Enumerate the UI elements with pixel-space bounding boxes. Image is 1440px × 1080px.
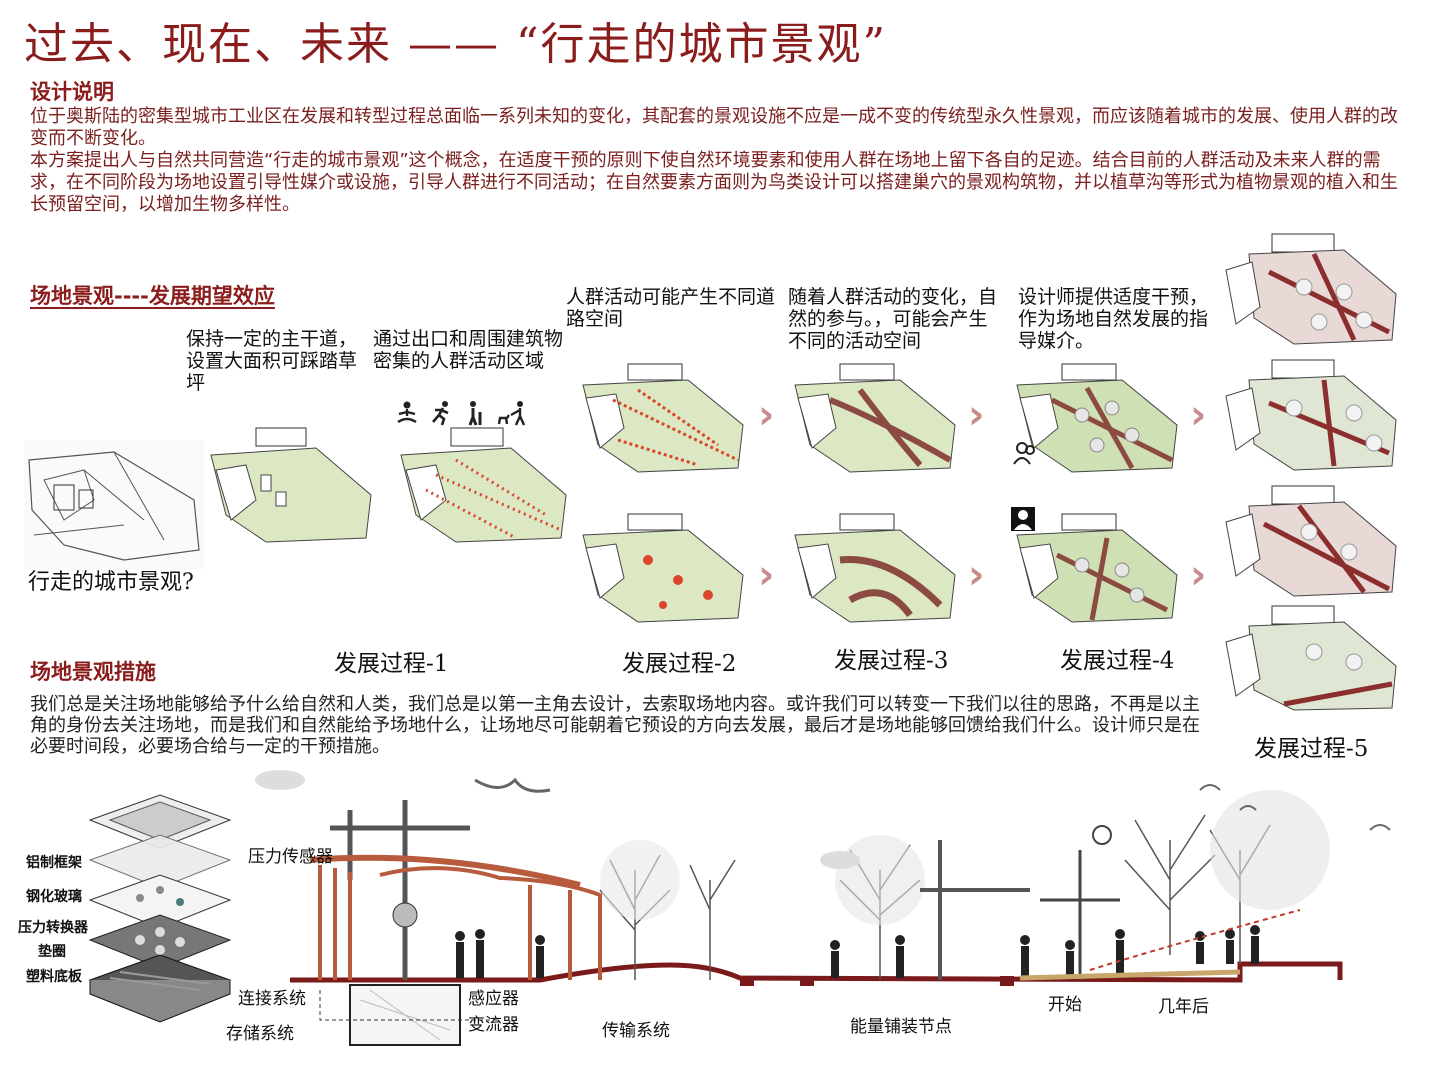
label-sensor: 感应器 — [468, 989, 519, 1009]
note-road-space: 人群活动可能产生不同道路空间 — [566, 286, 776, 330]
chevron-right-icon: › — [1190, 392, 1207, 438]
note-exit-area: 通过出口和周围建筑物密集的人群活动区域 — [373, 328, 564, 372]
measures-para: 我们总是关注场地能够给予什么给自然和人类，我们总是以第一主角去设计，去索取场地内… — [30, 694, 1200, 757]
elderly-icon — [468, 401, 482, 426]
label-storage-system: 存储系统 — [226, 1024, 294, 1044]
designer-user-icon — [1011, 507, 1035, 531]
stage-4-map-top — [1012, 360, 1182, 475]
label-connection-system: 连接系统 — [238, 989, 306, 1009]
chevron-right-icon: › — [758, 392, 775, 438]
exploded-label-plastic-base: 塑料底板 — [26, 969, 82, 985]
label-pressure-sensor: 压力传感器 — [248, 847, 333, 867]
stage-label-2: 发展过程-2 — [622, 651, 737, 677]
stage-4-map-bottom — [1012, 510, 1182, 625]
stage-5-map-1 — [1224, 232, 1404, 347]
activity-icons — [394, 400, 534, 426]
page-title: 过去、现在、未来 —— “行走的城市景观” — [24, 19, 887, 70]
chevron-right-icon: › — [968, 552, 985, 598]
site-base-map — [24, 440, 204, 570]
stage-label-5: 发展过程-5 — [1254, 736, 1369, 762]
stage-5-map-4 — [1224, 604, 1404, 714]
stage-label-1: 发展过程-1 — [334, 651, 449, 677]
exploded-label-tempered-glass: 钢化玻璃 — [26, 889, 82, 905]
exploded-label-gasket: 垫圈 — [38, 944, 66, 960]
stage-2-map-top — [578, 360, 748, 475]
chevron-right-icon: › — [968, 392, 985, 438]
label-energy-paving-node: 能量铺装节点 — [850, 1017, 952, 1037]
label-years-later: 几年后 — [1158, 997, 1209, 1017]
group-user-icon — [1013, 442, 1035, 465]
stage-label-3: 发展过程-3 — [834, 648, 949, 674]
site-question: 行走的城市景观? — [28, 570, 194, 595]
label-transmission-system: 传输系统 — [602, 1021, 670, 1041]
stage-5-map-2 — [1224, 358, 1404, 473]
label-start: 开始 — [1048, 995, 1082, 1015]
note-main-road: 保持一定的主干道，设置大面积可踩踏草坪 — [186, 328, 358, 394]
stage-2-map-bottom — [578, 510, 748, 625]
landscape-section-drawing — [240, 740, 1440, 1060]
design-notes-para-2: 本方案提出人与自然共同营造“行走的城市景观”这个概念，在适度干预的原则下使自然环… — [30, 150, 1398, 215]
chevron-right-icon: › — [1190, 552, 1207, 598]
stage-5-map-3 — [1224, 484, 1404, 599]
note-activity-space: 随着人群活动的变化，自然的参与。，可能会产生不同的活动空间 — [788, 286, 998, 352]
stage-3-map-bottom — [790, 510, 960, 625]
design-notes-para-1: 位于奥斯陆的密集型城市工业区在发展和转型过程总面临一系列未知的变化，其配套的景观… — [30, 106, 1398, 149]
exploded-label-pressure-converter: 压力转换器 — [18, 920, 88, 936]
stage-3-map-top — [790, 360, 960, 475]
run-icon — [432, 401, 449, 426]
site-map-crowd — [396, 420, 571, 550]
exploded-paving-diagram — [80, 790, 240, 1040]
site-development-heading: 场地景观----发展期望效应 — [30, 284, 275, 308]
label-inverter: 变流器 — [468, 1015, 519, 1035]
stage-label-4: 发展过程-4 — [1060, 648, 1175, 674]
note-designer-intervention: 设计师提供适度干预，作为场地自然发展的指导媒介。 — [1018, 286, 1209, 352]
exploded-label-aluminum-frame: 铝制框架 — [26, 855, 82, 871]
site-map-lawn — [206, 420, 376, 550]
chevron-right-icon: › — [758, 552, 775, 598]
design-notes-heading: 设计说明 — [30, 80, 114, 104]
meditate-icon — [397, 401, 417, 424]
measures-heading: 场地景观措施 — [30, 660, 156, 684]
dog-walk-icon — [497, 401, 526, 426]
